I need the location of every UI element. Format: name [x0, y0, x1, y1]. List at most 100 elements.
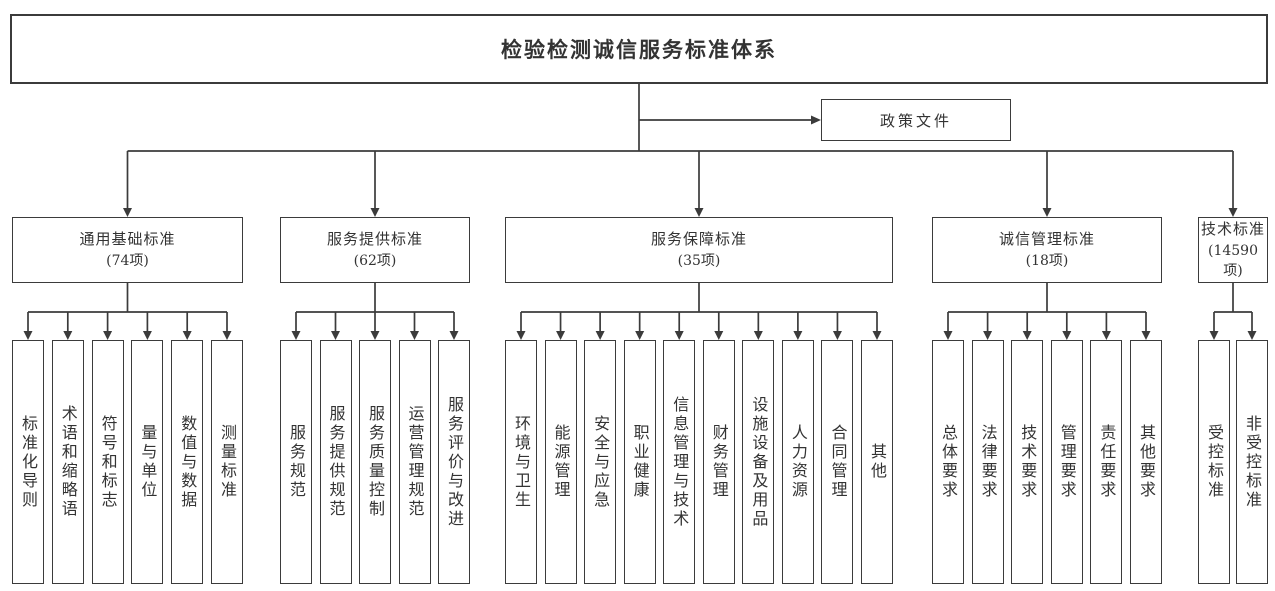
leaf-label: 能源管理: [551, 424, 571, 500]
leaf-node: 符号和标志: [91, 340, 124, 584]
leaf-node: 信息管理与技术: [663, 340, 696, 584]
leaf-label: 符号和标志: [98, 414, 118, 510]
leaf-label: 服务评价与改进: [445, 395, 464, 529]
arrowhead-down-icon: [222, 331, 232, 340]
leaf-node: 受控标准: [1198, 340, 1230, 584]
arrowhead-down-icon: [1228, 208, 1238, 217]
category-label: 技术标准: [1200, 219, 1265, 238]
category-count: (62项): [353, 252, 397, 269]
arrowhead-down-icon: [832, 331, 842, 340]
category-label: 服务保障标准: [650, 229, 747, 248]
leaf-label: 安全与应急: [591, 414, 611, 510]
category-node: 服务保障标准 (35项): [505, 217, 893, 283]
arrowhead-down-icon: [410, 331, 419, 340]
arrowhead-down-icon: [331, 331, 340, 340]
leaf-node: 测量标准: [211, 340, 243, 584]
arrowhead-down-icon: [1062, 331, 1072, 340]
arrowhead-down-icon: [370, 208, 380, 217]
category-count: (14590项): [1208, 242, 1258, 279]
leaf-node: 服务提供规范: [319, 340, 352, 584]
leaf-label: 术语和缩略语: [58, 405, 78, 519]
arrowhead-down-icon: [595, 331, 605, 340]
arrowhead-down-icon: [449, 331, 459, 340]
leaf-node: 安全与应急: [584, 340, 617, 584]
leaf-label: 人力资源: [788, 424, 808, 500]
arrowhead-down-icon: [103, 331, 113, 340]
arrowhead-down-icon: [370, 331, 380, 340]
arrowhead-down-icon: [1209, 331, 1219, 340]
arrowhead-down-icon: [753, 331, 763, 340]
arrowhead-right-icon: [811, 115, 821, 125]
arrowhead-down-icon: [635, 331, 645, 340]
leaf-node: 人力资源: [781, 340, 814, 584]
category-count: (35项): [677, 252, 721, 269]
root-node-title: 检验检测诚信服务标准体系: [501, 37, 777, 62]
category-count: (74项): [106, 252, 149, 269]
arrowhead-down-icon: [872, 331, 882, 340]
arrowhead-down-icon: [142, 331, 152, 340]
category-node: 服务提供标准 (62项): [280, 217, 470, 283]
arrowhead-down-icon: [793, 331, 803, 340]
category-label: 诚信管理标准: [998, 229, 1095, 248]
leaf-node: 数值与数据: [171, 340, 204, 584]
leaf-node: 技术要求: [1011, 340, 1044, 584]
arrowhead-down-icon: [1101, 331, 1111, 340]
leaf-label: 总体要求: [939, 424, 958, 500]
leaf-node: 服务评价与改进: [438, 340, 470, 584]
leaf-label: 数值与数据: [178, 414, 198, 510]
category-label: 通用基础标准: [79, 229, 176, 248]
root-node: 检验检测诚信服务标准体系: [10, 14, 1268, 84]
category-node: 通用基础标准 (74项): [12, 217, 243, 283]
leaf-label: 职业健康: [630, 424, 650, 500]
leaf-node: 环境与卫生: [505, 340, 537, 584]
category-count: (18项): [1025, 252, 1069, 269]
leaf-label: 量与单位: [138, 424, 158, 500]
category-node: 诚信管理标准 (18项): [932, 217, 1162, 283]
arrowhead-down-icon: [556, 331, 566, 340]
leaf-label: 环境与卫生: [512, 414, 531, 510]
arrowhead-down-icon: [291, 331, 301, 340]
category-node: 技术标准 (14590项): [1198, 217, 1268, 283]
arrowhead-down-icon: [182, 331, 192, 340]
policy-document-node: 政策文件: [821, 99, 1011, 141]
leaf-node: 管理要求: [1050, 340, 1083, 584]
leaf-label: 设施设备及用品: [749, 395, 769, 529]
arrowhead-down-icon: [123, 208, 132, 217]
arrowhead-down-icon: [674, 331, 684, 340]
leaf-node: 法律要求: [971, 340, 1004, 584]
arrowhead-down-icon: [63, 331, 73, 340]
leaf-label: 其他: [868, 443, 887, 481]
leaf-label: 标准化导则: [19, 414, 38, 510]
leaf-node: 责任要求: [1090, 340, 1123, 584]
leaf-node: 服务质量控制: [359, 340, 391, 584]
leaf-label: 财务管理: [709, 424, 729, 500]
leaf-node: 其他要求: [1130, 340, 1162, 584]
leaf-node: 总体要求: [932, 340, 964, 584]
leaf-label: 服务提供规范: [326, 405, 346, 519]
leaf-node: 其他: [861, 340, 893, 584]
arrowhead-down-icon: [943, 331, 953, 340]
leaf-label: 运营管理规范: [405, 405, 425, 519]
leaf-node: 术语和缩略语: [51, 340, 84, 584]
leaf-node: 量与单位: [131, 340, 164, 584]
leaf-label: 非受控标准: [1243, 414, 1262, 510]
arrowhead-down-icon: [1022, 331, 1032, 340]
leaf-node: 标准化导则: [12, 340, 44, 584]
leaf-label: 其他要求: [1137, 424, 1156, 500]
leaf-label: 技术要求: [1018, 424, 1038, 500]
leaf-node: 设施设备及用品: [742, 340, 775, 584]
arrowhead-down-icon: [23, 331, 33, 340]
arrowhead-down-icon: [694, 208, 704, 217]
leaf-label: 服务质量控制: [366, 405, 385, 519]
leaf-label: 测量标准: [218, 424, 237, 500]
arrowhead-down-icon: [1247, 331, 1257, 340]
leaf-node: 非受控标准: [1236, 340, 1268, 584]
leaf-node: 服务规范: [280, 340, 312, 584]
leaf-label: 信息管理与技术: [670, 395, 690, 529]
leaf-label: 法律要求: [978, 424, 998, 500]
leaf-label: 受控标准: [1205, 424, 1224, 500]
arrowhead-down-icon: [516, 331, 526, 340]
arrowhead-down-icon: [983, 331, 993, 340]
